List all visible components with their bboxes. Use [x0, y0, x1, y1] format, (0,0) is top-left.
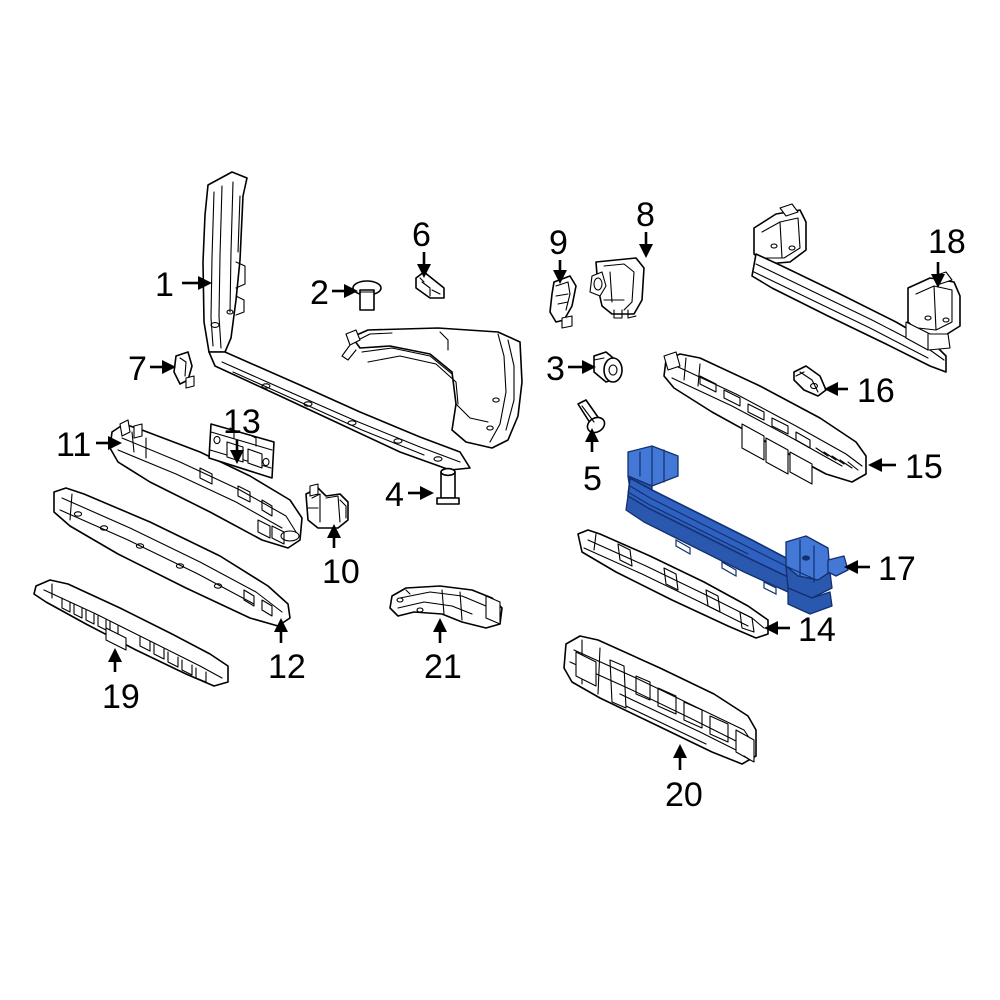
leader-18 [931, 262, 945, 288]
part-8-side-support-bracket[interactable] [589, 257, 645, 319]
callout-label-6[interactable]: 6 [412, 216, 431, 254]
part-3-grommet-fastener[interactable] [593, 351, 623, 383]
leader-12 [274, 618, 288, 643]
part-18-reinforcement-beam[interactable] [751, 203, 961, 373]
callout-label-5[interactable]: 5 [583, 460, 602, 498]
part-16-bracket-clip[interactable] [793, 365, 827, 397]
callout-label-14[interactable]: 14 [798, 611, 836, 649]
part-10-mounting-bracket[interactable] [305, 483, 349, 529]
callout-label-18[interactable]: 18 [928, 223, 966, 261]
callout-label-13[interactable]: 13 [223, 403, 261, 441]
leader-8 [639, 232, 653, 258]
part-1-bumper-cover[interactable] [202, 171, 523, 471]
callout-label-17[interactable]: 17 [878, 550, 916, 588]
callout-label-3[interactable]: 3 [546, 350, 565, 388]
callout-label-1[interactable]: 1 [155, 266, 174, 304]
leader-21 [433, 618, 447, 643]
callout-label-16[interactable]: 16 [857, 372, 895, 410]
part-15-energy-absorber[interactable] [663, 351, 867, 485]
leader-2 [332, 284, 358, 298]
leader-10 [327, 524, 341, 548]
callout-label-19[interactable]: 19 [102, 678, 140, 716]
part-2-push-pin-clip[interactable] [352, 280, 382, 311]
callout-label-20[interactable]: 20 [665, 776, 703, 814]
leader-4 [408, 486, 434, 500]
leader-11 [96, 436, 122, 450]
leader-17 [844, 560, 870, 574]
callout-label-11[interactable]: 11 [56, 426, 92, 464]
leader-6 [417, 252, 431, 278]
leader-3 [568, 360, 596, 374]
callout-label-8[interactable]: 8 [636, 196, 655, 234]
part-4-bolt-fastener[interactable] [436, 467, 460, 505]
callout-label-7[interactable]: 7 [128, 350, 147, 388]
leader-13 [230, 440, 244, 464]
part-21-air-duct-deflector[interactable] [389, 585, 503, 629]
callout-label-4[interactable]: 4 [385, 476, 404, 514]
callout-label-2[interactable]: 2 [310, 274, 329, 312]
part-7-retainer-clip[interactable] [173, 351, 195, 389]
leader-16 [824, 382, 848, 396]
leader-1 [182, 276, 212, 290]
part-9-small-side-bracket[interactable] [549, 275, 577, 329]
part-12-lower-grille-molding[interactable] [53, 487, 291, 627]
part-17-bumper-impact-bar-highlighted[interactable] [625, 445, 849, 615]
part-11-upper-grille-reinforcement[interactable] [109, 419, 303, 549]
part-19-lower-air-deflector[interactable] [33, 579, 229, 687]
leader-20 [673, 744, 687, 770]
leader-7 [150, 360, 176, 374]
callout-label-15[interactable]: 15 [905, 448, 943, 486]
callout-label-10[interactable]: 10 [322, 553, 360, 591]
callout-label-21[interactable]: 21 [424, 648, 462, 686]
leader-15 [868, 458, 896, 472]
part-6-cover-side-bracket[interactable] [415, 271, 445, 299]
callout-label-12[interactable]: 12 [268, 648, 306, 686]
leader-9 [553, 260, 567, 284]
leader-14 [764, 621, 790, 635]
leader-19 [108, 648, 122, 672]
part-20-lower-valance-panel[interactable] [563, 635, 757, 765]
callout-label-9[interactable]: 9 [549, 224, 568, 262]
leader-5 [585, 428, 599, 452]
part-5-stud-bolt[interactable] [577, 399, 607, 436]
